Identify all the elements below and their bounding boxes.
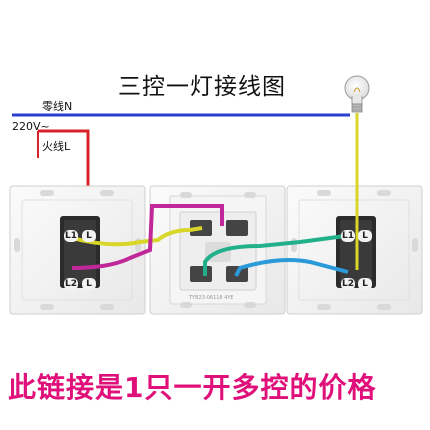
right-terminal-l1: L1 bbox=[341, 230, 355, 242]
voltage-label: 220V~ bbox=[12, 120, 50, 133]
live-label: 火线L bbox=[42, 140, 71, 153]
traveler-wire-blue bbox=[234, 258, 349, 277]
right-terminal-l-top: L bbox=[358, 230, 372, 242]
traveler-wire-magenta bbox=[71, 204, 224, 270]
left-terminal-l-top: L bbox=[82, 230, 96, 242]
right-switch-plate bbox=[286, 185, 423, 315]
diagram-title: 三控一灯接线图 bbox=[118, 74, 286, 100]
right-terminal-l-bottom: L bbox=[358, 278, 372, 290]
traveler-wire-green bbox=[203, 234, 346, 276]
left-terminal-l1: L1 bbox=[64, 230, 78, 242]
left-terminal-l2: L2 bbox=[64, 278, 78, 290]
neutral-label: 零线N bbox=[42, 100, 73, 113]
light-bulb-icon bbox=[344, 75, 370, 113]
price-note: 此链接是1只一开多控的价格 bbox=[8, 371, 377, 404]
right-terminal-l2: L2 bbox=[341, 278, 355, 290]
left-terminal-l-bottom: L bbox=[82, 278, 96, 290]
middle-switch-text: TYB23-06118 4YE bbox=[188, 295, 234, 301]
left-switch-plate bbox=[9, 185, 146, 315]
